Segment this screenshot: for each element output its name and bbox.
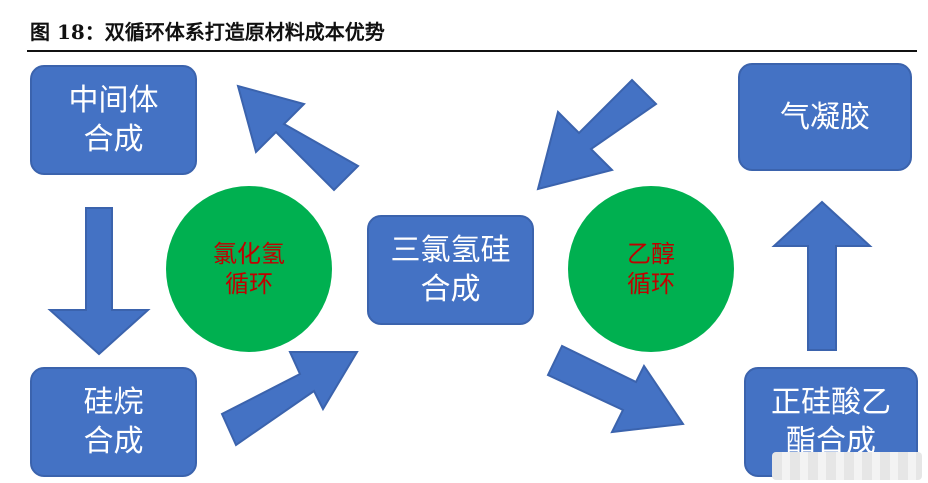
- figure-title: 图 18：双循环体系打造原材料成本优势: [30, 20, 385, 44]
- node-tetraethyl-label: 正硅酸乙 酯合成: [771, 385, 891, 459]
- cycle-ethanol: 乙醇 循环: [568, 186, 734, 352]
- node-silane-synthesis: 硅烷 合成: [30, 367, 197, 477]
- title-bar: 图 18：双循环体系打造原材料成本优势: [27, 0, 917, 52]
- arrow-down-right: [546, 344, 685, 434]
- cycle-ethanol-label: 乙醇 循环: [627, 240, 675, 298]
- arrow-up-left: [236, 84, 360, 192]
- arrow-up-right-col: [771, 200, 873, 351]
- arrow-down-left: [47, 207, 151, 356]
- cycle-hcl-label: 氯化氢 循环: [213, 240, 285, 298]
- watermark-blur: [772, 452, 922, 480]
- node-trichlorosilane-label: 三氯氢硅 合成: [390, 233, 511, 307]
- node-silane-label: 硅烷 合成: [83, 385, 144, 459]
- node-trichlorosilane-synthesis: 三氯氢硅 合成: [367, 215, 534, 325]
- node-intermediate-label: 中间体 合成: [68, 83, 159, 157]
- arrow-down-left-right: [536, 78, 658, 191]
- node-aerogel: 气凝胶: [738, 63, 912, 171]
- cycle-hcl: 氯化氢 循环: [166, 186, 332, 352]
- node-aerogel-label: 气凝胶: [780, 99, 870, 135]
- node-intermediate-synthesis: 中间体 合成: [30, 65, 197, 175]
- arrow-up-right: [220, 351, 359, 447]
